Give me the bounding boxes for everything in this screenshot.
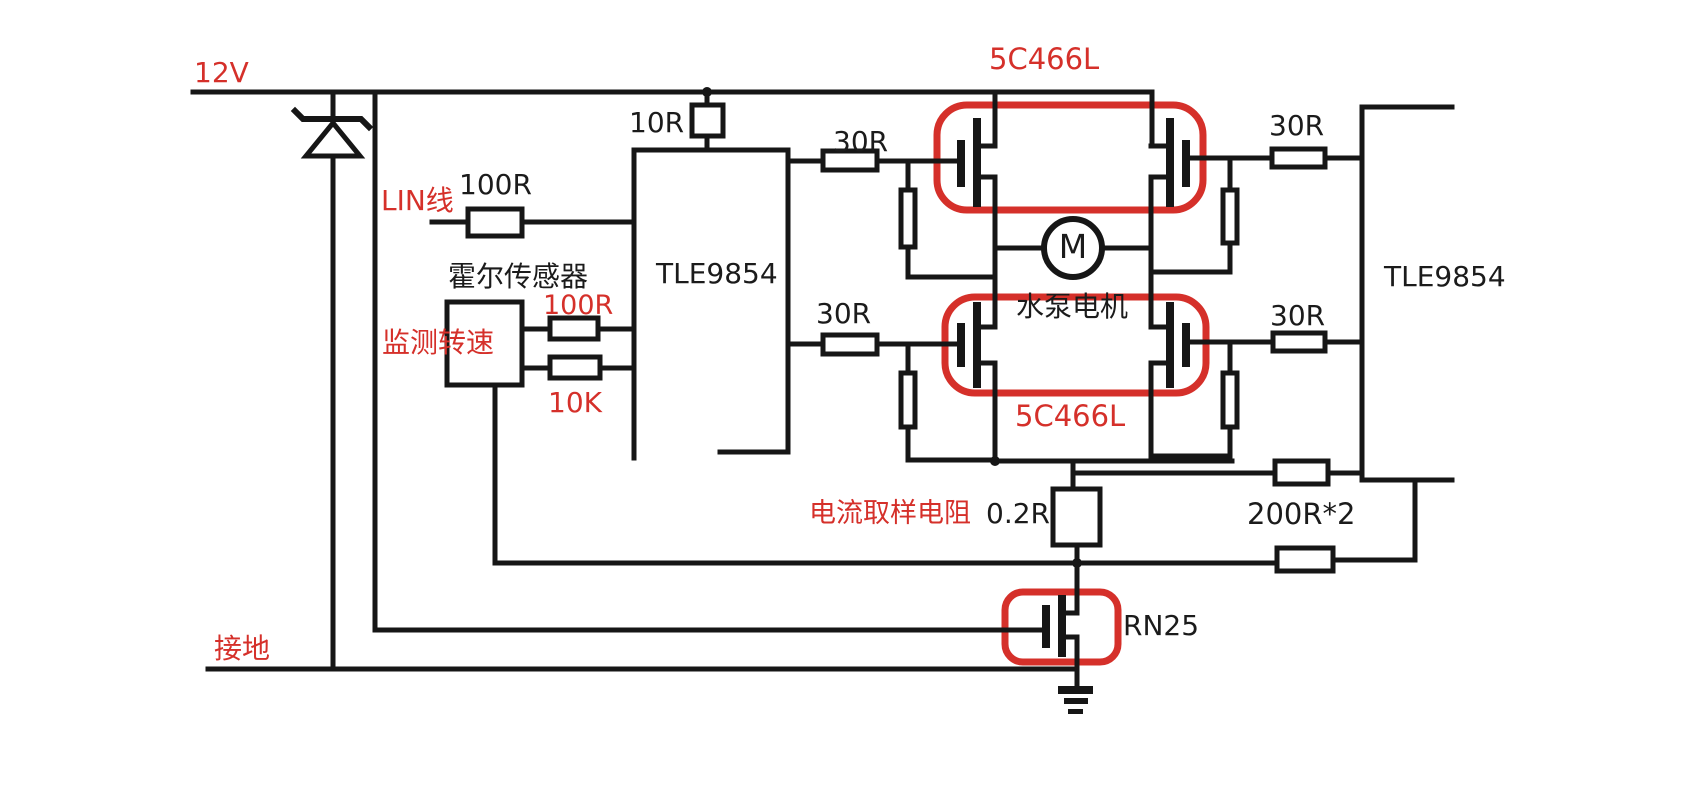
gate-source-resistor-bottom-left — [898, 370, 918, 430]
highside-part-label: 5C466L — [989, 42, 1100, 76]
gate-resistor-bottom-left — [820, 332, 880, 357]
junction-dots — [702, 87, 1082, 568]
gate-resistor-bottom-left-label: 30R — [816, 297, 872, 330]
mosfets — [957, 118, 1190, 657]
supply-10r-resistor — [689, 102, 726, 139]
mosfet-bottom-right — [1166, 302, 1190, 388]
supply-10r-label: 10R — [629, 106, 685, 139]
current-shunt-resistor — [1050, 486, 1103, 548]
rn25-gate-wire — [372, 89, 1047, 633]
resistors — [465, 102, 1336, 574]
gate-source-resistor-top-left — [898, 187, 918, 250]
sense-resistors-label: 200R*2 — [1247, 497, 1356, 531]
mosfet-top-right — [1166, 118, 1190, 207]
hall-100r-resistor — [547, 315, 601, 342]
gate-resistor-bottom-right — [1270, 330, 1328, 354]
hall-10k-label: 10K — [548, 386, 602, 419]
gate-resistor-top-right — [1269, 146, 1328, 170]
motor-label: 水泵电机 — [1016, 290, 1129, 323]
diode-cathode-bar — [290, 106, 374, 132]
supply-12v-label: 12V — [194, 56, 249, 89]
left-driver-outline — [631, 147, 791, 461]
ground-label: 接地 — [214, 632, 271, 665]
hall-sensor-box — [444, 299, 525, 388]
gate-resistor-bottom-right-label: 30R — [1270, 299, 1326, 332]
shunt-value-label: 0.2R — [986, 497, 1050, 530]
ground-symbol — [1058, 686, 1093, 714]
gate-resistor-top-left-label: 30R — [833, 125, 889, 158]
reverse-fet-red-box — [1001, 588, 1122, 666]
right-driver-outline — [1359, 104, 1455, 483]
mosfet-rn25 — [1042, 595, 1066, 657]
hall-sensor-title: 霍尔传感器 — [448, 260, 589, 293]
lin-resistor-label: 100R — [459, 168, 532, 201]
lowside-part-label: 5C466L — [1015, 399, 1126, 433]
lin-label: LIN线 — [381, 184, 454, 217]
sense-200r-lower — [1274, 545, 1336, 574]
hall-100r-label: 100R — [543, 290, 614, 321]
wires — [190, 89, 1455, 690]
gate-source-resistor-top-right — [1220, 187, 1240, 246]
gate-resistor-top-left — [820, 148, 880, 173]
sense-200r-upper — [1272, 458, 1331, 487]
hall-10k-resistor — [547, 354, 603, 381]
left-driver-name: TLE9854 — [656, 257, 778, 290]
gate-resistor-top-right-label: 30R — [1269, 109, 1325, 142]
tvs-diode — [290, 106, 374, 159]
right-driver-name: TLE9854 — [1384, 260, 1506, 293]
reverse-fet-label: RN25 — [1123, 609, 1200, 642]
shunt-annotation: 电流取样电阻 — [809, 498, 971, 529]
mosfet-bottom-left — [957, 302, 981, 388]
gate-source-resistor-bottom-right — [1220, 370, 1240, 430]
motor-symbol: M — [1058, 227, 1088, 266]
motor-circle — [1041, 216, 1105, 280]
hall-function-note: 监测转速 — [382, 326, 495, 359]
lin-series-resistor — [465, 206, 525, 239]
mosfet-top-left — [957, 118, 981, 207]
sense-return-wire — [492, 382, 1280, 566]
diode-triangle — [300, 119, 366, 159]
